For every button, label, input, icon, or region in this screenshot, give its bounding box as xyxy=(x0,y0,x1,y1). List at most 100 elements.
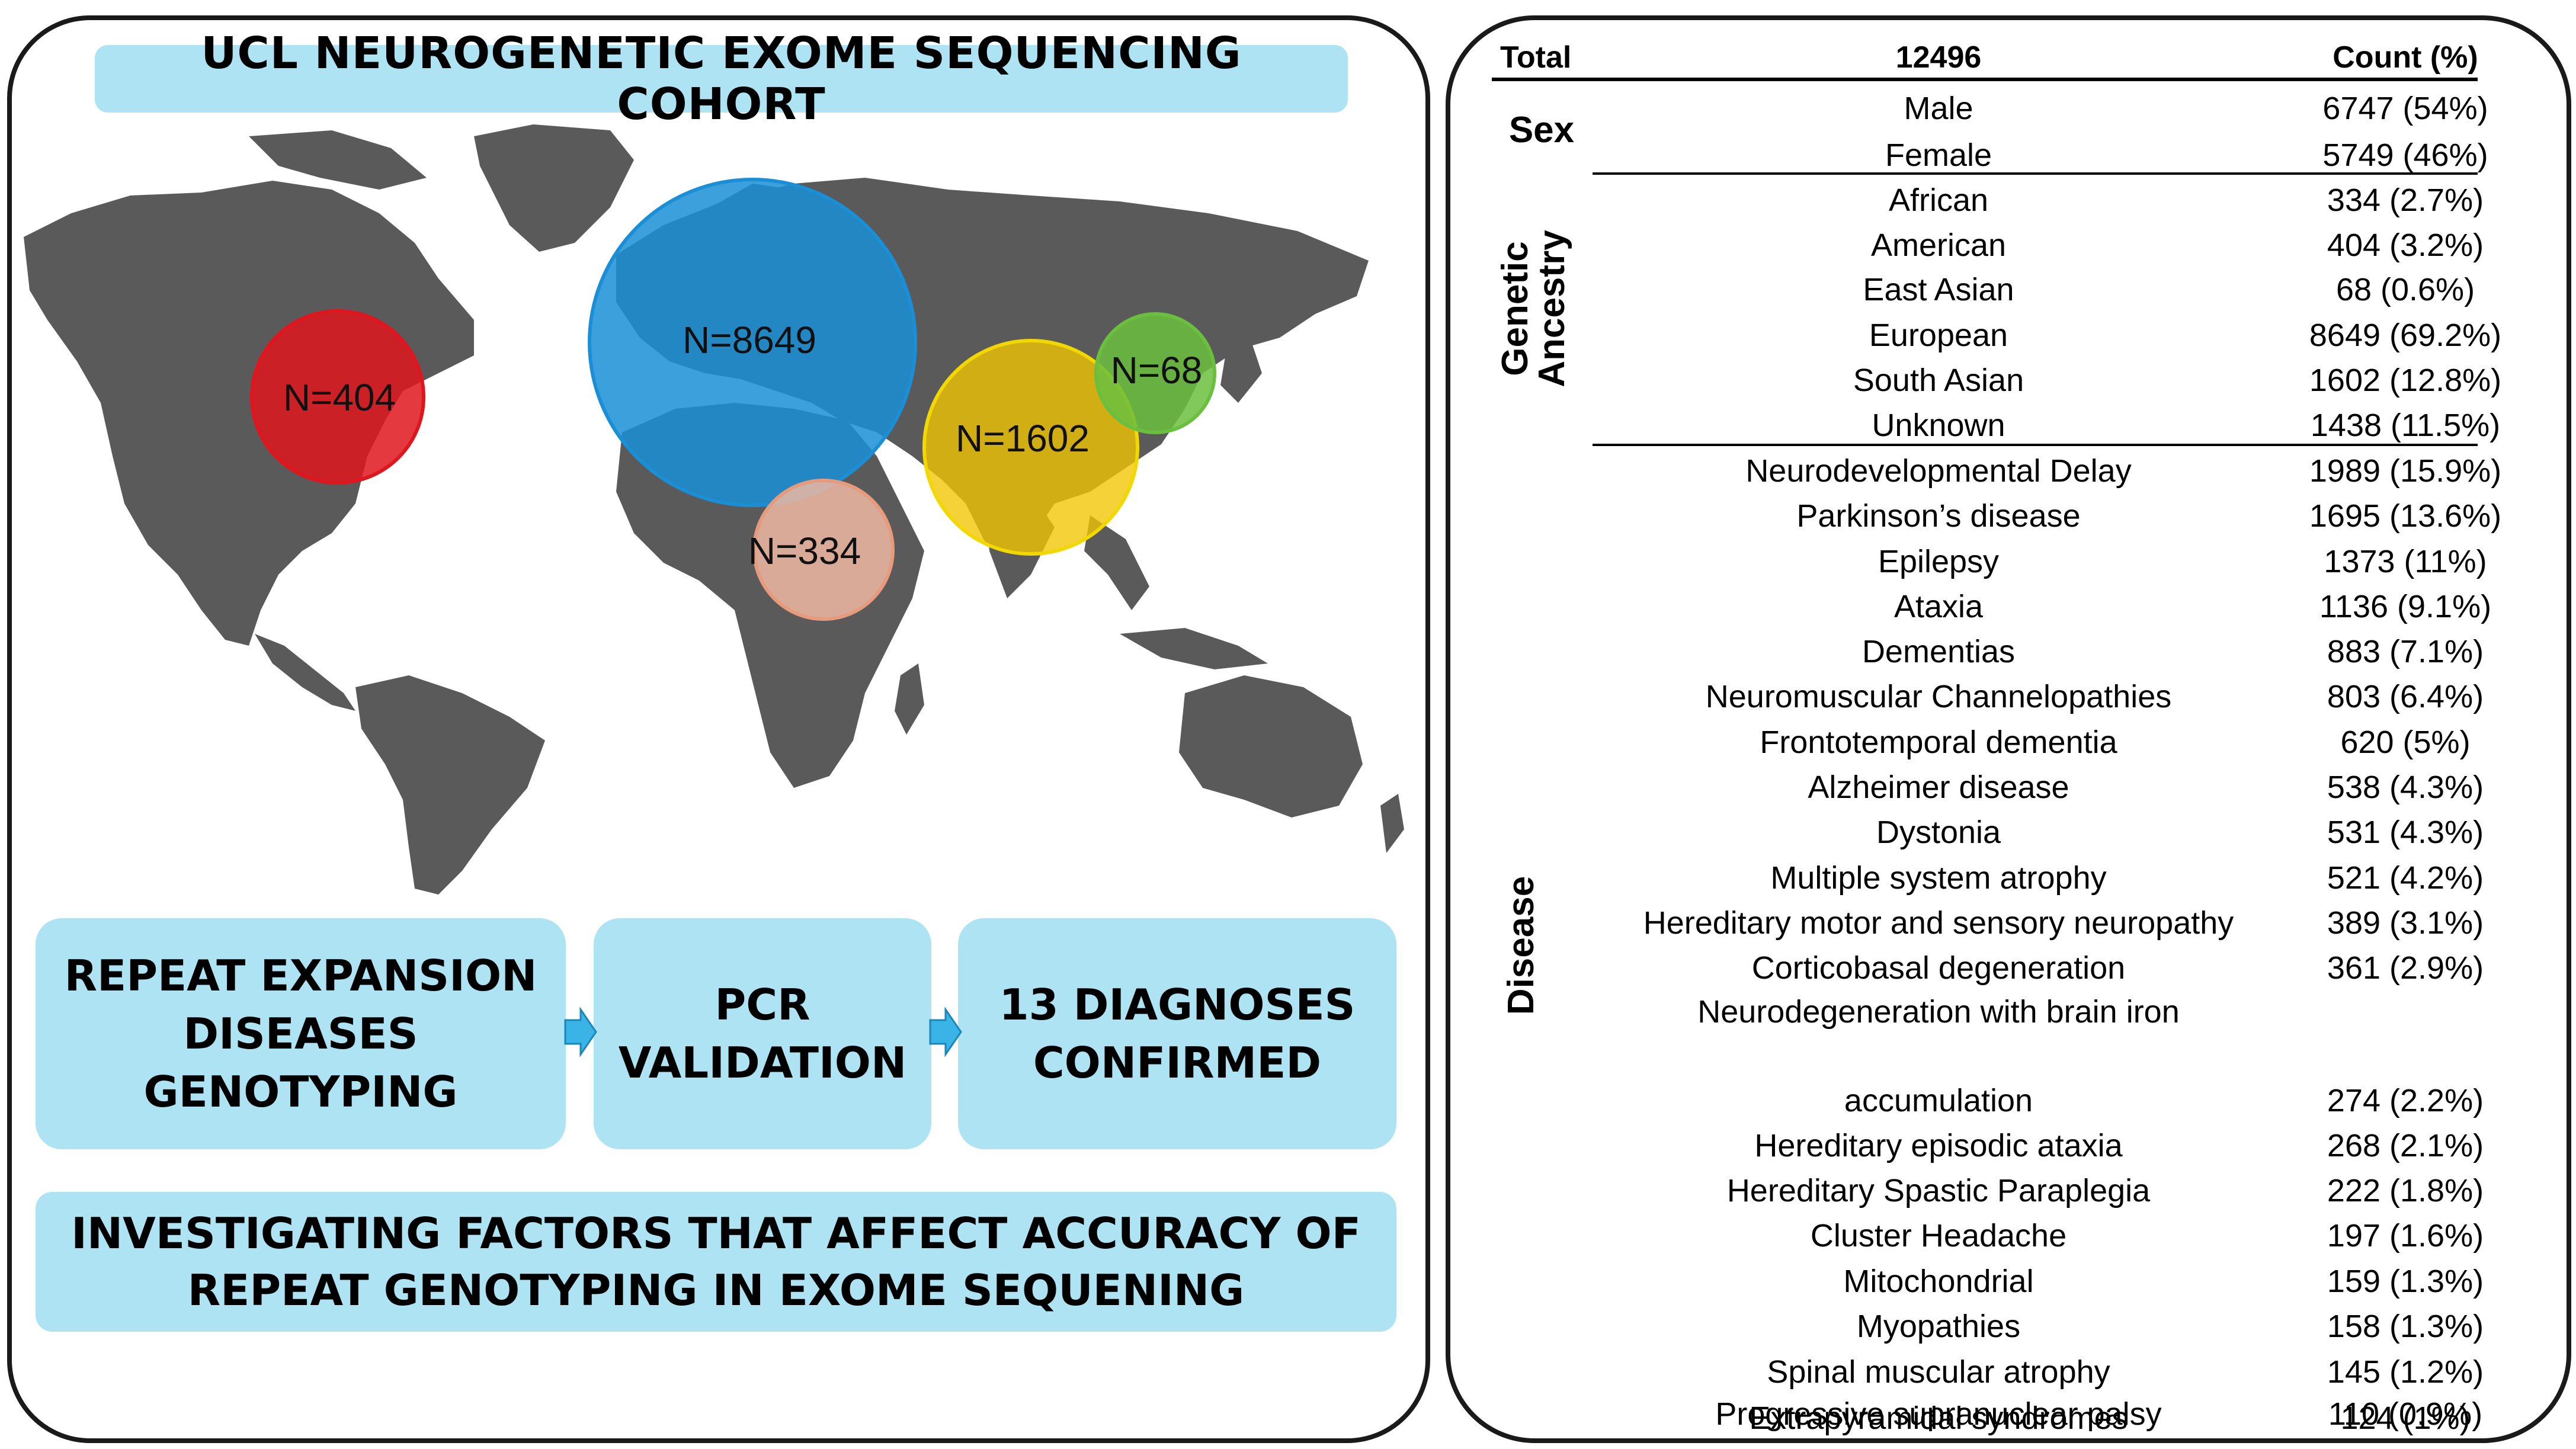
row-label: Male xyxy=(1904,91,1973,126)
row-label: South Asian xyxy=(1853,363,2024,398)
group-ancestry-line2: Ancestry xyxy=(1531,230,1572,387)
row-count: 620 (5%) xyxy=(2340,724,2470,760)
row-count: 268 (2.1%) xyxy=(2327,1128,2484,1163)
row-label: Unknown xyxy=(1872,408,2005,443)
new-zealand-shape xyxy=(1380,794,1404,853)
row-count: 1373 (11%) xyxy=(2324,544,2487,579)
row-count: 145 (1.2%) xyxy=(2327,1354,2484,1390)
row-count: 1695 (13.6%) xyxy=(2309,498,2501,534)
row-count: 531 (4.3%) xyxy=(2327,815,2484,850)
row-count: 222 (1.8%) xyxy=(2327,1173,2484,1208)
row-count: 5749 (46%) xyxy=(2322,137,2488,173)
step-pcr-validation: PCR VALIDATION xyxy=(594,918,931,1149)
step3-line2: CONFIRMED xyxy=(1033,1038,1322,1088)
japan-shape xyxy=(1220,338,1262,403)
row-count: 274 (2.2%) xyxy=(2327,1083,2484,1118)
step3-line1: 13 DIAGNOSES xyxy=(999,980,1356,1030)
group-ancestry-line1: Genetic xyxy=(1495,241,1536,376)
step1-line1: REPEAT EXPANSION xyxy=(64,951,537,1001)
group-sex: Sex xyxy=(1509,110,1575,150)
row-label: Mitochondrial xyxy=(1843,1264,2033,1299)
cohort-circles: N=404 N=8649 N=334 N=1602 N=68 xyxy=(250,178,1216,621)
right-panel xyxy=(1446,15,2571,1443)
step-diagnoses-confirmed: 13 DIAGNOSES CONFIRMED xyxy=(958,918,1396,1149)
row-label: Cluster Headache xyxy=(1811,1218,2066,1254)
label-south-asian: N=1602 xyxy=(956,417,1090,460)
cohort-demographics-table: Total 12496 Count (%) Sex Genetic Ancest… xyxy=(1492,40,2501,1436)
row-count: 1438 (11.5%) xyxy=(2311,408,2500,443)
row-label: Hereditary Spastic Paraplegia xyxy=(1727,1173,2151,1208)
row-label: Neurodegeneration with brain iron xyxy=(1697,994,2180,1030)
row-label: Corticobasal degeneration xyxy=(1752,950,2125,986)
row-count: 110 (0.9%) xyxy=(2328,1396,2482,1432)
australia-shape xyxy=(1179,675,1363,818)
total-label: Total xyxy=(1500,40,1571,75)
southeast-asia-shape xyxy=(1084,515,1149,610)
row-label: Frontotemporal dementia xyxy=(1760,724,2117,760)
label-african: N=334 xyxy=(748,530,861,572)
aim-line2: REPEAT GENOTYPING IN EXOME SEQUENING xyxy=(187,1265,1245,1315)
row-count: 883 (7.1%) xyxy=(2327,634,2484,669)
right-arrow-icon xyxy=(564,1007,597,1057)
row-count: 521 (4.2%) xyxy=(2327,860,2484,896)
row-label: African xyxy=(1889,182,1988,218)
row-label: Spinal muscular atrophy xyxy=(1767,1354,2110,1390)
row-label: Neurodevelopmental Delay xyxy=(1745,453,2131,489)
circle-south-asian xyxy=(922,339,1139,556)
row-label: Extrapyramidal syndromes xyxy=(1749,1400,2128,1436)
row-label: Parkinson’s disease xyxy=(1796,498,2080,534)
row-count: 389 (3.1%) xyxy=(2327,905,2484,941)
row-label: Progressive supranuclear palsy xyxy=(1715,1396,2161,1432)
row-count: 68 (0.6%) xyxy=(2336,272,2475,307)
world-map: N=404 N=8649 N=334 N=1602 N=68 xyxy=(24,124,1404,895)
circle-east-asian xyxy=(1094,312,1216,434)
group-disease: Disease xyxy=(1501,876,1542,1015)
step1-line3: GENOTYPING xyxy=(143,1067,458,1117)
step1-line2: DISEASES xyxy=(183,1009,418,1059)
label-east-asian: N=68 xyxy=(1111,349,1203,392)
row-count: 404 (3.2%) xyxy=(2327,227,2484,263)
madagascar-shape xyxy=(895,663,924,735)
row-label-continued: accumulation xyxy=(1844,1083,2033,1118)
row-label: Female xyxy=(1885,137,1992,173)
row-count: 803 (6.4%) xyxy=(2327,679,2484,714)
central-america-shape xyxy=(255,634,355,711)
label-european: N=8649 xyxy=(683,319,816,361)
row-count: 361 (2.9%) xyxy=(2327,950,2484,986)
row-count: 159 (1.3%) xyxy=(2327,1264,2484,1299)
row-count: 197 (1.6%) xyxy=(2327,1218,2484,1254)
row-label: Hereditary episodic ataxia xyxy=(1754,1128,2123,1163)
step2-line1: PCR xyxy=(715,980,810,1030)
row-count: 1136 (9.1%) xyxy=(2319,589,2491,624)
row-count: 6747 (54%) xyxy=(2322,91,2488,126)
study-aim-banner: INVESTIGATING FACTORS THAT AFFECT ACCURA… xyxy=(36,1192,1396,1332)
south-america-shape xyxy=(355,675,545,895)
right-arrow-icon xyxy=(929,1007,962,1057)
north-america-shape xyxy=(24,181,474,646)
step-genotyping: REPEAT EXPANSION DISEASES GENOTYPING xyxy=(36,918,566,1149)
row-count: 124 (1%) xyxy=(2340,1400,2470,1436)
row-label: Hereditary motor and sensory neuropathy xyxy=(1643,905,2234,941)
row-label: Neuromuscular Channelopathies xyxy=(1706,679,2171,714)
row-count: 158 (1.3%) xyxy=(2327,1309,2484,1344)
row-label: East Asian xyxy=(1863,272,2014,307)
row-label: Epilepsy xyxy=(1878,544,1999,579)
row-count: 538 (4.3%) xyxy=(2327,770,2484,805)
row-label: Ataxia xyxy=(1894,589,1984,624)
row-label: Myopathies xyxy=(1857,1309,2020,1344)
total-value: 12496 xyxy=(1896,40,1982,75)
row-label: Dystonia xyxy=(1876,815,2001,850)
row-count: 1989 (15.9%) xyxy=(2309,453,2501,489)
row-label: Dementias xyxy=(1862,634,2015,669)
circle-european xyxy=(588,178,917,507)
label-american: N=404 xyxy=(283,376,396,419)
row-label: Multiple system atrophy xyxy=(1770,860,2106,896)
arctic-islands-shape xyxy=(249,130,427,190)
cohort-title: UCL NEUROGENETIC EXOME SEQUENCING COHORT xyxy=(95,28,1348,130)
row-count: 8649 (69.2%) xyxy=(2309,318,2501,353)
row-count: 1602 (12.8%) xyxy=(2309,363,2501,398)
row-label: American xyxy=(1871,227,2006,263)
circle-american xyxy=(250,309,425,485)
circle-african xyxy=(752,479,895,621)
